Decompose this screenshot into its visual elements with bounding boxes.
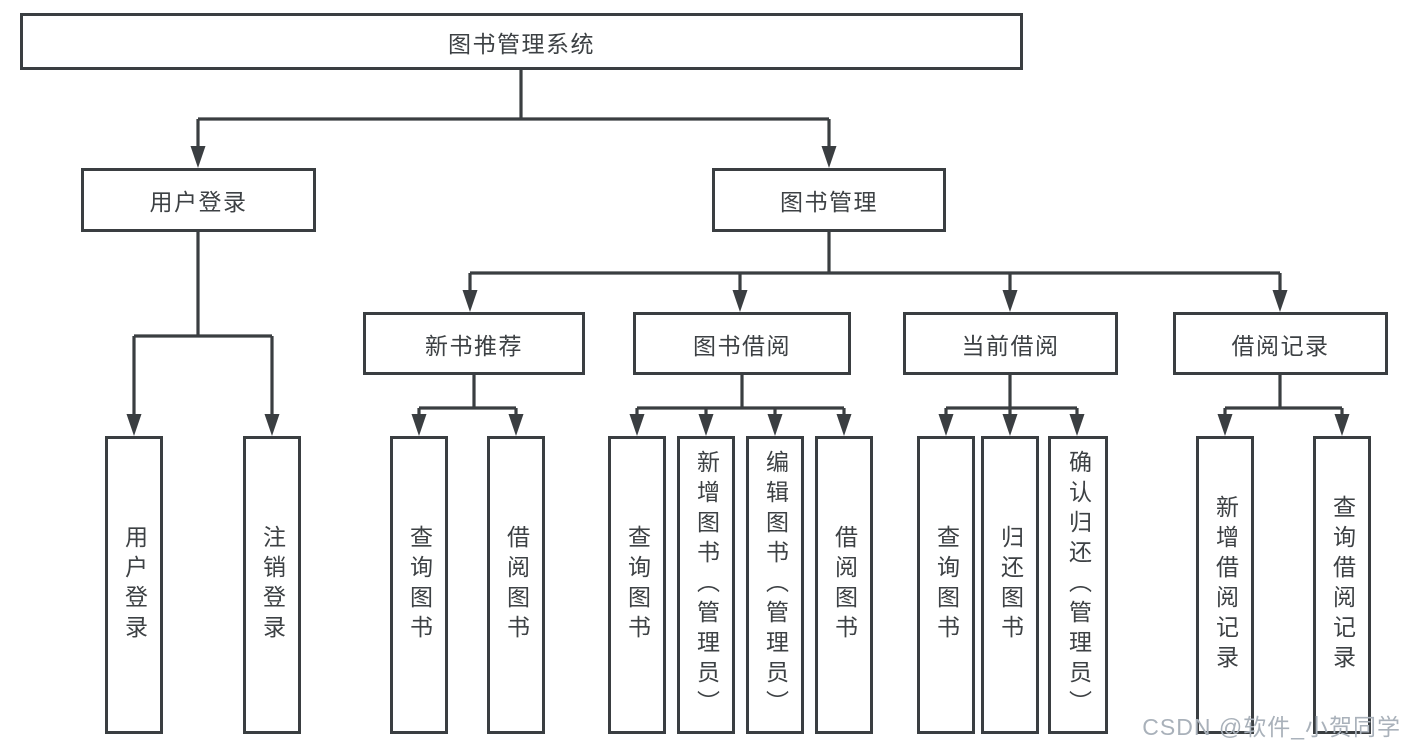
- leaf-borrowing-borrow-books: 借阅图书: [815, 436, 873, 734]
- arrowhead-icon: [1217, 414, 1233, 436]
- leaf-return-books: 归还图书: [981, 436, 1039, 734]
- leaf-user-login-label: 用户登录: [121, 525, 148, 645]
- leaf-confirm-return-admin-label: 确认归还（管理员）: [1065, 450, 1092, 720]
- leaf-edit-books-admin: 编辑图书（管理员）: [746, 436, 804, 734]
- node-new-book-recommend: 新书推荐: [363, 312, 585, 375]
- node-book-borrowing: 图书借阅: [633, 312, 851, 375]
- leaf-query-borrow-record: 查询借阅记录: [1313, 436, 1371, 734]
- leaf-confirm-return-admin: 确认归还（管理员）: [1048, 436, 1108, 734]
- arrowhead-icon: [1002, 290, 1018, 312]
- leaf-borrowing-borrow-books-label: 借阅图书: [831, 525, 858, 645]
- leaf-newbook-borrow-books: 借阅图书: [487, 436, 545, 734]
- leaf-edit-books-admin-label: 编辑图书（管理员）: [762, 450, 789, 720]
- node-borrowing-records-label: 借阅记录: [1231, 332, 1330, 359]
- node-root: 图书管理系统: [20, 13, 1023, 70]
- leaf-logout: 注销登录: [243, 436, 301, 734]
- arrowhead-icon: [462, 290, 478, 312]
- arrowhead-icon: [190, 146, 206, 168]
- leaf-newbook-query-books-label: 查询图书: [406, 525, 433, 645]
- arrowhead-icon: [698, 414, 714, 436]
- leaf-newbook-query-books: 查询图书: [390, 436, 448, 734]
- arrowhead-icon: [629, 414, 645, 436]
- node-root-label: 图书管理系统: [448, 30, 595, 57]
- arrowhead-icon: [1272, 290, 1288, 312]
- arrowhead-icon: [1002, 414, 1018, 436]
- leaf-borrowing-query-books-label: 查询图书: [624, 525, 651, 645]
- node-borrowing-records: 借阅记录: [1173, 312, 1388, 375]
- arrowhead-icon: [938, 414, 954, 436]
- arrowhead-icon: [1334, 414, 1350, 436]
- arrowhead-icon: [411, 414, 427, 436]
- arrowhead-icon: [1069, 414, 1085, 436]
- arrowhead-icon: [126, 414, 142, 436]
- leaf-borrowing-query-books: 查询图书: [608, 436, 666, 734]
- leaf-add-books-admin: 新增图书（管理员）: [677, 436, 735, 734]
- arrowhead-icon: [508, 414, 524, 436]
- node-book-management-label: 图书管理: [780, 189, 878, 215]
- node-book-borrowing-label: 图书借阅: [693, 332, 791, 359]
- node-book-management: 图书管理: [712, 168, 946, 232]
- leaf-return-books-label: 归还图书: [997, 525, 1024, 645]
- leaf-add-borrow-record-label: 新增借阅记录: [1212, 495, 1239, 675]
- leaf-user-login: 用户登录: [105, 436, 163, 734]
- watermark: CSDN @软件_小贺同学: [1142, 714, 1401, 740]
- arrowhead-icon: [821, 146, 837, 168]
- node-user-login: 用户登录: [81, 168, 316, 232]
- node-new-book-recommend-label: 新书推荐: [425, 332, 523, 359]
- node-current-borrowing: 当前借阅: [903, 312, 1118, 375]
- arrowhead-icon: [767, 414, 783, 436]
- leaf-logout-label: 注销登录: [259, 525, 286, 645]
- arrowhead-icon: [732, 290, 748, 312]
- arrowhead-icon: [264, 414, 280, 436]
- node-current-borrowing-label: 当前借阅: [961, 332, 1060, 359]
- node-user-login-label: 用户登录: [149, 189, 248, 215]
- leaf-add-books-admin-label: 新增图书（管理员）: [693, 450, 720, 720]
- leaf-query-borrow-record-label: 查询借阅记录: [1329, 495, 1356, 675]
- leaf-add-borrow-record: 新增借阅记录: [1196, 436, 1254, 734]
- leaf-current-query-books-label: 查询图书: [933, 525, 960, 645]
- arrowhead-icon: [836, 414, 852, 436]
- leaf-current-query-books: 查询图书: [917, 436, 975, 734]
- leaf-newbook-borrow-books-label: 借阅图书: [503, 525, 530, 645]
